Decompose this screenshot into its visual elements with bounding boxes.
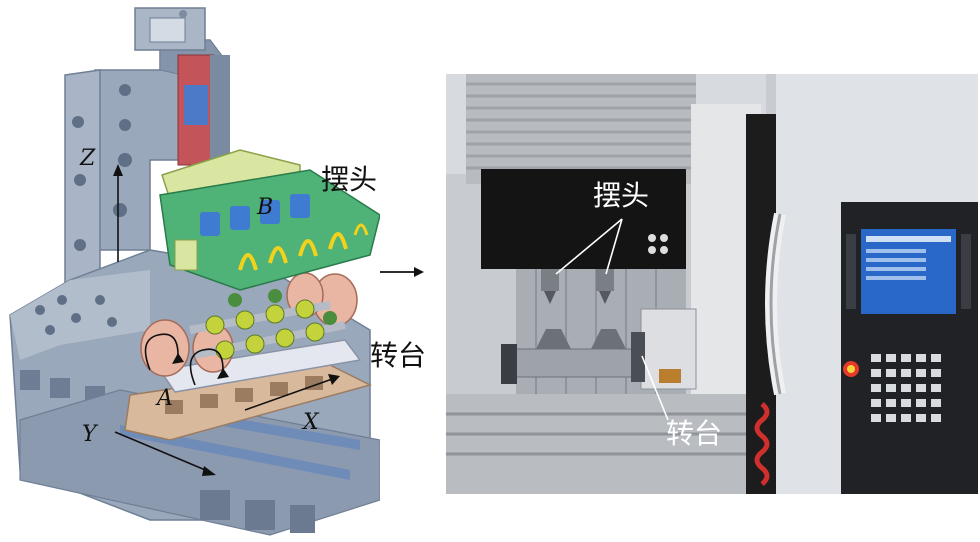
swing-head-label-right: 摆头 (593, 179, 650, 212)
z-axis-label: Z (80, 146, 96, 171)
ribbed-back-panel (466, 74, 696, 184)
swing-head-box (481, 169, 686, 269)
a-axis-label: A (157, 386, 173, 411)
swing-head-body (159, 169, 381, 291)
x-axis-label: X (303, 410, 319, 435)
machine-photo: 摆头 转台 (446, 74, 978, 494)
cnc-screen (861, 229, 956, 314)
transition-arrow (380, 267, 424, 277)
swing-head-label-left: 摆头 (321, 163, 378, 196)
b-axis-label: B (257, 195, 274, 220)
turntable-label-left: 转台 (370, 339, 427, 372)
turntable-plate (158, 339, 362, 393)
machine-cad-illustration: Z B A X Y 摆头 转台 (0, 0, 426, 542)
machine-cad-drawing (9, 7, 381, 536)
y-axis-label: Y (82, 422, 97, 447)
a-rotation-arrow (144, 333, 179, 371)
cradle-left (140, 319, 190, 377)
turntable-label-right: 转台 (666, 417, 723, 450)
machine-photo-drawing (446, 74, 978, 494)
y-axis-arrow (114, 431, 211, 473)
x-axis-arrow (244, 377, 336, 411)
